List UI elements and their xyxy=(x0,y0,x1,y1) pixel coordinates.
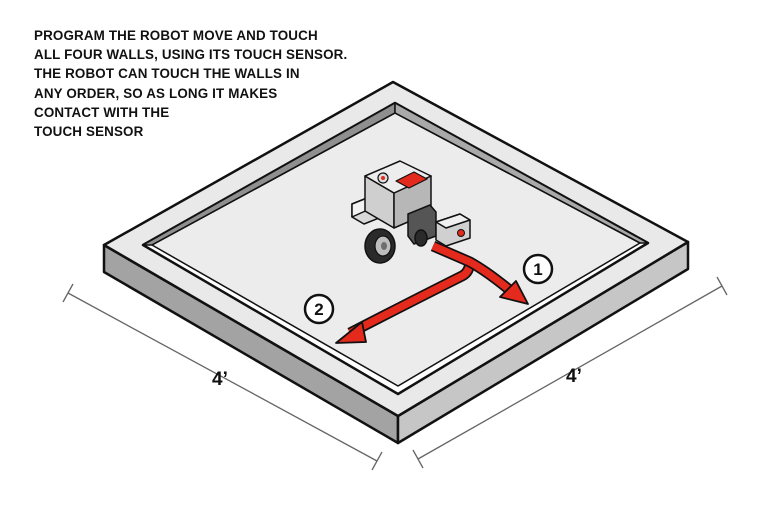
instruction-line: TOUCH SENSOR xyxy=(34,124,144,140)
instruction-line: ANY ORDER, SO AS LONG IT MAKES xyxy=(34,85,278,101)
dimension-tick xyxy=(62,283,74,303)
touch-sensor-button xyxy=(457,229,465,237)
instruction-line: CONTACT WITH THE xyxy=(34,104,170,120)
robot-screen xyxy=(395,171,428,189)
arena xyxy=(102,80,690,445)
dimension-line-left xyxy=(67,292,378,462)
arena-floor-outline xyxy=(151,112,641,387)
robot xyxy=(351,160,471,264)
arena-floor xyxy=(152,113,640,386)
arrowhead-2 xyxy=(335,321,367,344)
dimension-tick xyxy=(412,449,424,469)
step-number-2: 2 xyxy=(314,300,323,319)
path-arrows xyxy=(335,240,529,344)
dimension-left: 4’ xyxy=(62,283,383,471)
dimension-right: 4’ xyxy=(412,276,728,469)
step-marker-1: 1 xyxy=(522,253,554,285)
arrowhead-1 xyxy=(499,280,529,305)
instruction-line: PROGRAM THE ROBOT MOVE AND TOUCH xyxy=(34,28,318,43)
dimension-label-left: 4’ xyxy=(212,369,228,390)
robot-body-top xyxy=(364,160,432,194)
step-number-1: 1 xyxy=(533,260,542,279)
dimension-tick xyxy=(716,276,728,296)
robot-small-wheel xyxy=(414,229,428,247)
step-marker-2: 2 xyxy=(303,293,335,325)
dimension-line-right xyxy=(417,285,723,460)
instruction-line: THE ROBOT CAN TOUCH THE WALLS IN xyxy=(34,66,300,82)
dimension-label-right: 4’ xyxy=(566,366,582,387)
instruction-line: ALL FOUR WALLS, USING ITS TOUCH SENSOR. xyxy=(34,47,348,63)
instructions-text: PROGRAM THE ROBOT MOVE AND TOUCH ALL FOU… xyxy=(34,26,394,141)
dimension-tick xyxy=(371,451,383,471)
